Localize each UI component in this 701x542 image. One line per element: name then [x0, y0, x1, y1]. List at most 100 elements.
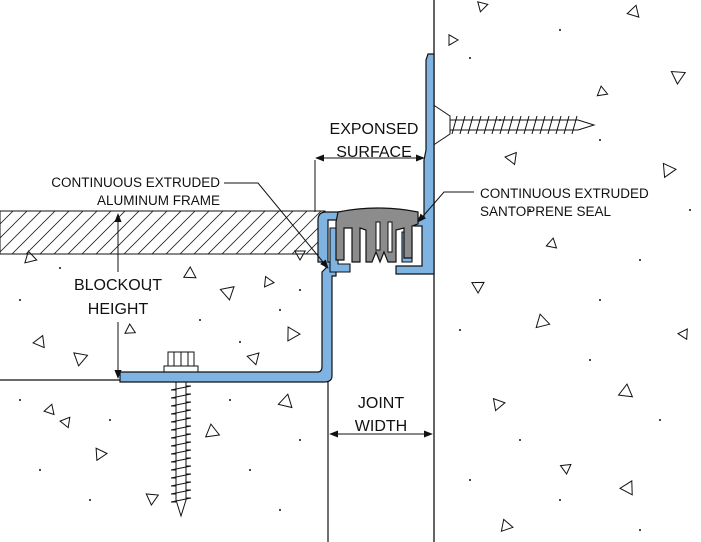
aggregate-triangle	[293, 250, 307, 261]
aggregate-triangle	[24, 250, 38, 264]
aggregate-dot	[109, 419, 111, 421]
aggregate-dot	[519, 439, 521, 441]
seal-label-line2: SANTOPRENE SEAL	[480, 204, 612, 219]
wall-screw-thread	[547, 115, 554, 135]
aggregate-dot	[149, 289, 151, 291]
screw-thread	[170, 489, 192, 495]
screw-thread	[170, 449, 192, 455]
aggregate-dot	[559, 499, 561, 501]
aggregate-triangle	[471, 281, 485, 295]
aggregate-dot	[689, 209, 691, 211]
joint-label-line2: WIDTH	[355, 418, 407, 435]
aggregate-dot	[469, 57, 471, 59]
left-concrete-slab	[0, 379, 329, 542]
aggregate-triangle	[32, 334, 45, 349]
screw-thread	[170, 481, 192, 487]
blockout-label-line2: HEIGHT	[88, 301, 149, 318]
screw-thread	[170, 425, 192, 431]
wall-screw-thread	[451, 115, 458, 135]
aggregate-triangle	[95, 447, 108, 462]
joint-label-line1: JOINT	[358, 395, 404, 412]
aggregate-triangle	[145, 493, 160, 507]
aggregate-dot	[599, 139, 601, 141]
aggregate-dot	[529, 209, 531, 211]
aggregate-triangle	[124, 322, 137, 334]
aggregate-triangle	[204, 423, 221, 438]
aggregate-dot	[589, 359, 591, 361]
hatched-topping-layer	[0, 210, 326, 255]
aggregate-triangle	[619, 480, 633, 496]
aggregate-dot	[299, 439, 301, 441]
wall-screw-tip	[577, 119, 596, 131]
aggregate-dot	[279, 309, 281, 311]
wall-screw-thread	[507, 115, 514, 135]
wall-screw-head	[431, 103, 451, 147]
aggregate-triangle	[448, 33, 459, 47]
screw-thread	[170, 385, 192, 391]
aggregate-dot	[659, 419, 661, 421]
aggregate-dot	[19, 299, 21, 301]
leader-lines	[224, 182, 474, 269]
aluminum-frame-left	[119, 211, 341, 383]
aggregate-dot	[459, 329, 461, 331]
aggregate-dot	[39, 469, 41, 471]
aggregate-dot	[279, 509, 281, 511]
aggregate-triangle	[662, 162, 677, 179]
aggregate-triangle	[182, 265, 197, 279]
screw-thread	[170, 433, 192, 439]
concrete-aggregate	[19, 1, 691, 533]
aggregate-triangle	[277, 393, 293, 409]
screw-thread	[170, 409, 192, 415]
wall-screw-thread	[459, 115, 466, 135]
wall-screw-thread	[491, 115, 498, 135]
wall-screw-thread	[515, 115, 522, 135]
screw-thread	[170, 457, 192, 463]
wall-screw-thread	[531, 115, 538, 135]
aggregate-dot	[199, 319, 201, 321]
exposed-surface-label-line1: EXPONSED	[330, 121, 419, 138]
aggregate-dot	[639, 259, 641, 261]
aggregate-triangle	[670, 70, 687, 86]
aggregate-triangle	[535, 313, 551, 329]
aggregate-triangle	[504, 151, 517, 166]
exposed-surface-label-line2: SURFACE	[336, 144, 412, 161]
aggregate-triangle	[59, 416, 71, 429]
aggregate-dot	[599, 299, 601, 301]
aggregate-triangle	[477, 1, 489, 13]
aggregate-dot	[639, 529, 641, 531]
aggregate-triangle	[617, 383, 634, 398]
aggregate-triangle	[492, 397, 506, 412]
screw-tip	[175, 499, 187, 518]
aggregate-dot	[239, 341, 241, 343]
wall-screw-thread	[555, 115, 562, 135]
exposed-surface-dimension	[314, 154, 425, 212]
screw-thread	[170, 401, 192, 407]
aggregate-dot	[299, 289, 301, 291]
aggregate-dot	[89, 499, 91, 501]
screw-thread	[170, 465, 192, 471]
wall-screw-thread	[467, 115, 474, 135]
aggregate-triangle	[263, 275, 275, 288]
aggregate-dot	[249, 469, 251, 471]
anchor-screw-thread	[170, 374, 192, 518]
aggregate-triangle	[246, 352, 260, 366]
aggregate-triangle	[545, 237, 558, 249]
screw-thread	[170, 393, 192, 399]
aggregate-dot	[229, 399, 231, 401]
aggregate-dot	[59, 267, 61, 269]
aggregate-triangle	[626, 4, 640, 18]
aggregate-dot	[559, 29, 561, 31]
aggregate-triangle	[43, 403, 55, 416]
seal-webs	[375, 221, 393, 253]
aggregate-triangle	[500, 518, 514, 533]
screw-thread	[170, 417, 192, 423]
screw-thread	[170, 441, 192, 447]
wall-screw-thread	[475, 115, 482, 135]
wall-screw-thread	[523, 115, 530, 135]
wall-screw-thread	[563, 115, 570, 135]
aggregate-triangle	[596, 85, 609, 97]
screw-thread	[170, 497, 192, 503]
blockout-label-line1: BLOCKOUT	[74, 277, 162, 294]
